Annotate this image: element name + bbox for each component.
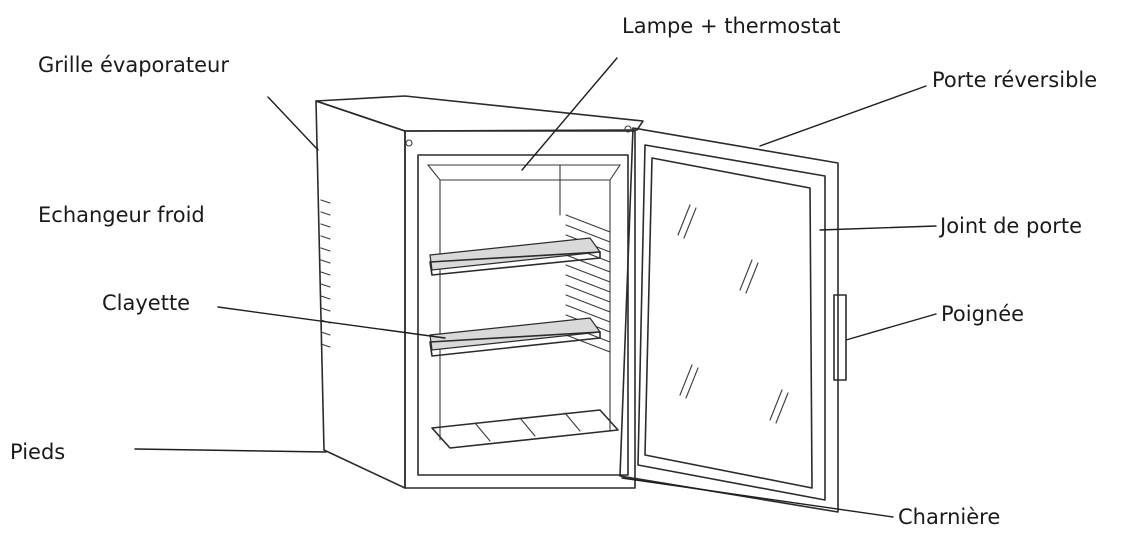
leader-lines (134, 57, 937, 518)
side-vent-grille (320, 199, 331, 348)
label-echangeur-froid: Echangeur froid (38, 203, 205, 227)
door (619, 127, 839, 513)
label-pieds: Pieds (10, 440, 66, 464)
door-handle (833, 294, 847, 381)
label-joint-de-porte: Joint de porte (940, 214, 1082, 238)
label-lampe-thermostat: Lampe + thermostat (622, 14, 841, 38)
lower-shelf (429, 317, 602, 357)
label-charniere: Charnière (898, 505, 1001, 529)
label-poignee: Poignée (941, 302, 1025, 326)
label-grille-evaporateur: Grille évaporateur (38, 53, 229, 77)
upper-shelf (429, 237, 602, 276)
interior (426, 164, 622, 441)
cabinet-body (315, 95, 644, 489)
bottom-tray (431, 409, 619, 449)
label-clayette: Clayette (102, 291, 191, 315)
label-porte-reversible: Porte réversible (932, 68, 1098, 92)
